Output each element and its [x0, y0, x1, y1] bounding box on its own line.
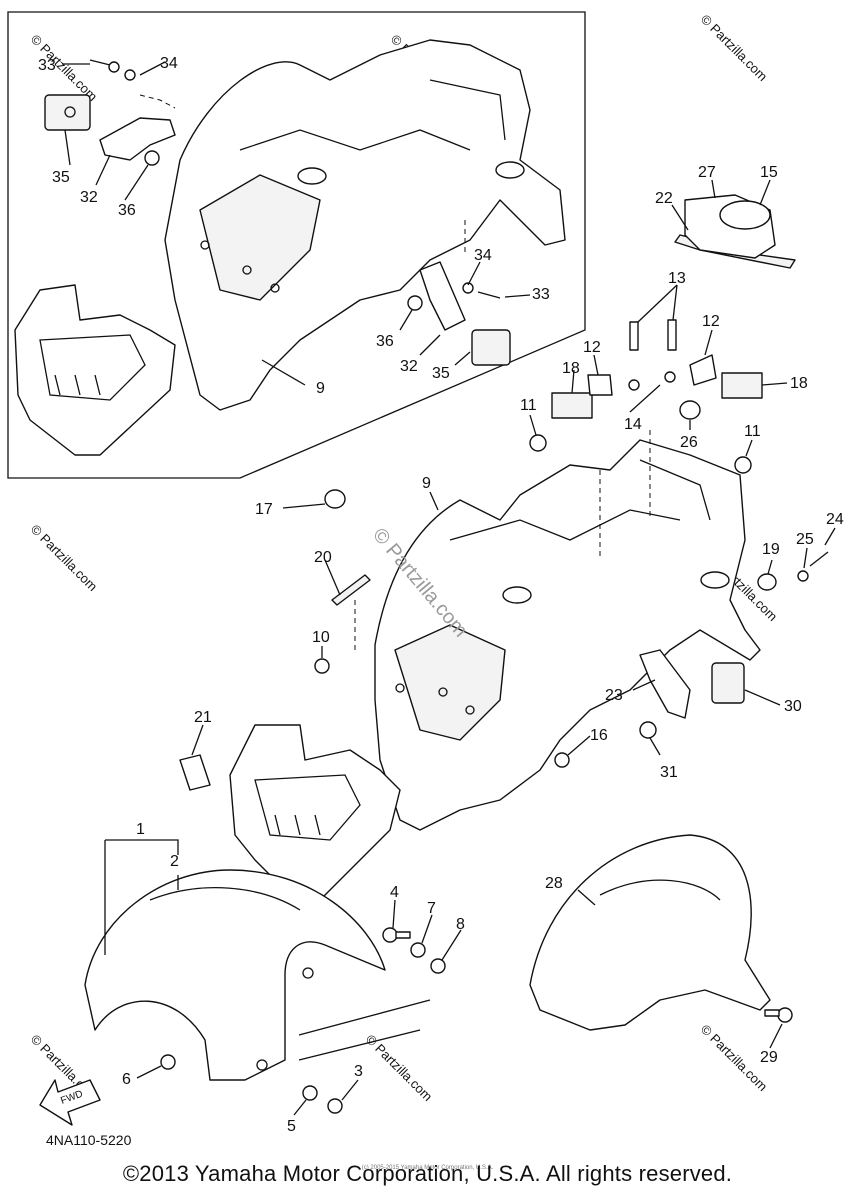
callout-32: 32: [80, 189, 98, 206]
callout-26: 26: [680, 434, 698, 451]
callout-8: 8: [456, 916, 465, 933]
fine-print: (c) 2005-2015 Yamaha Motor Corporation, …: [361, 1165, 494, 1171]
callout-36: 36: [118, 202, 136, 219]
corner-watermark: © Partzilla.com: [363, 1032, 436, 1105]
callout-20: 20: [314, 549, 332, 566]
leader-lines: [62, 61, 836, 1116]
diagram-code: 4NA110-5220: [46, 1132, 132, 1148]
callout-2: 2: [170, 853, 179, 870]
front-fender: [84, 869, 386, 1081]
callout-31: 31: [660, 764, 678, 781]
callout-14: 14: [624, 416, 642, 433]
callout-9: 9: [316, 380, 325, 397]
front-fender-hardware: [160, 927, 446, 1114]
rear-hugger: [529, 834, 793, 1031]
callout-19: 19: [762, 541, 780, 558]
callout-33: 33: [38, 57, 56, 74]
callout-21: 21: [194, 709, 212, 726]
callout-12: 12: [583, 339, 601, 356]
callout-17: 17: [255, 501, 273, 518]
inset-bracket-left: [44, 59, 176, 166]
corner-watermark: © Partzilla.com: [698, 12, 771, 85]
hardware-top: [529, 319, 763, 474]
callout-30: 30: [784, 698, 802, 715]
callout-4: 4: [390, 884, 399, 901]
callout-13: 13: [668, 270, 686, 287]
callout-35: 35: [432, 365, 450, 382]
callout-9: 9: [422, 475, 431, 492]
callout-18: 18: [562, 360, 580, 377]
callout-36: 36: [376, 333, 394, 350]
callout-25: 25: [796, 531, 814, 548]
callout-29: 29: [760, 1049, 778, 1066]
callout-22: 22: [655, 190, 673, 207]
main-rear-fender: [229, 439, 761, 901]
inset-frame: [7, 11, 586, 479]
callout-27: 27: [698, 164, 716, 181]
callout-11: 11: [520, 397, 537, 414]
callout-12: 12: [702, 313, 720, 330]
callout-15: 15: [760, 164, 778, 181]
callout-3: 3: [354, 1063, 363, 1080]
callout-34: 34: [160, 55, 178, 72]
callout-23: 23: [605, 687, 623, 704]
inset-rear-fender: [14, 39, 566, 456]
callout-28: 28: [545, 875, 563, 892]
callout-7: 7: [427, 900, 436, 917]
copyright-footer: ©2013 Yamaha Motor Corporation, U.S.A. A…: [122, 1161, 733, 1186]
callout-24: 24: [826, 511, 844, 528]
toolbag-parts: [674, 194, 796, 269]
callout-33: 33: [532, 286, 550, 303]
callout-11: 11: [744, 423, 761, 440]
fwd-arrow-icon: FWD: [39, 1079, 101, 1126]
corner-watermark: © Partzilla.com: [28, 522, 101, 595]
callout-34: 34: [474, 247, 492, 264]
callout-1: 1: [136, 821, 145, 838]
callout-10: 10: [312, 629, 330, 646]
callout-5: 5: [287, 1118, 296, 1135]
callout-6: 6: [122, 1071, 131, 1088]
inset-bracket-right: [407, 220, 511, 366]
callout-16: 16: [590, 727, 608, 744]
callout-35: 35: [52, 169, 70, 186]
callout-18: 18: [790, 375, 808, 392]
hardware-middle: [179, 430, 829, 791]
callout-32: 32: [400, 358, 418, 375]
callouts: 33 34 35 32 36 9 34 33 36 32 35 27 15 22…: [38, 55, 844, 1135]
